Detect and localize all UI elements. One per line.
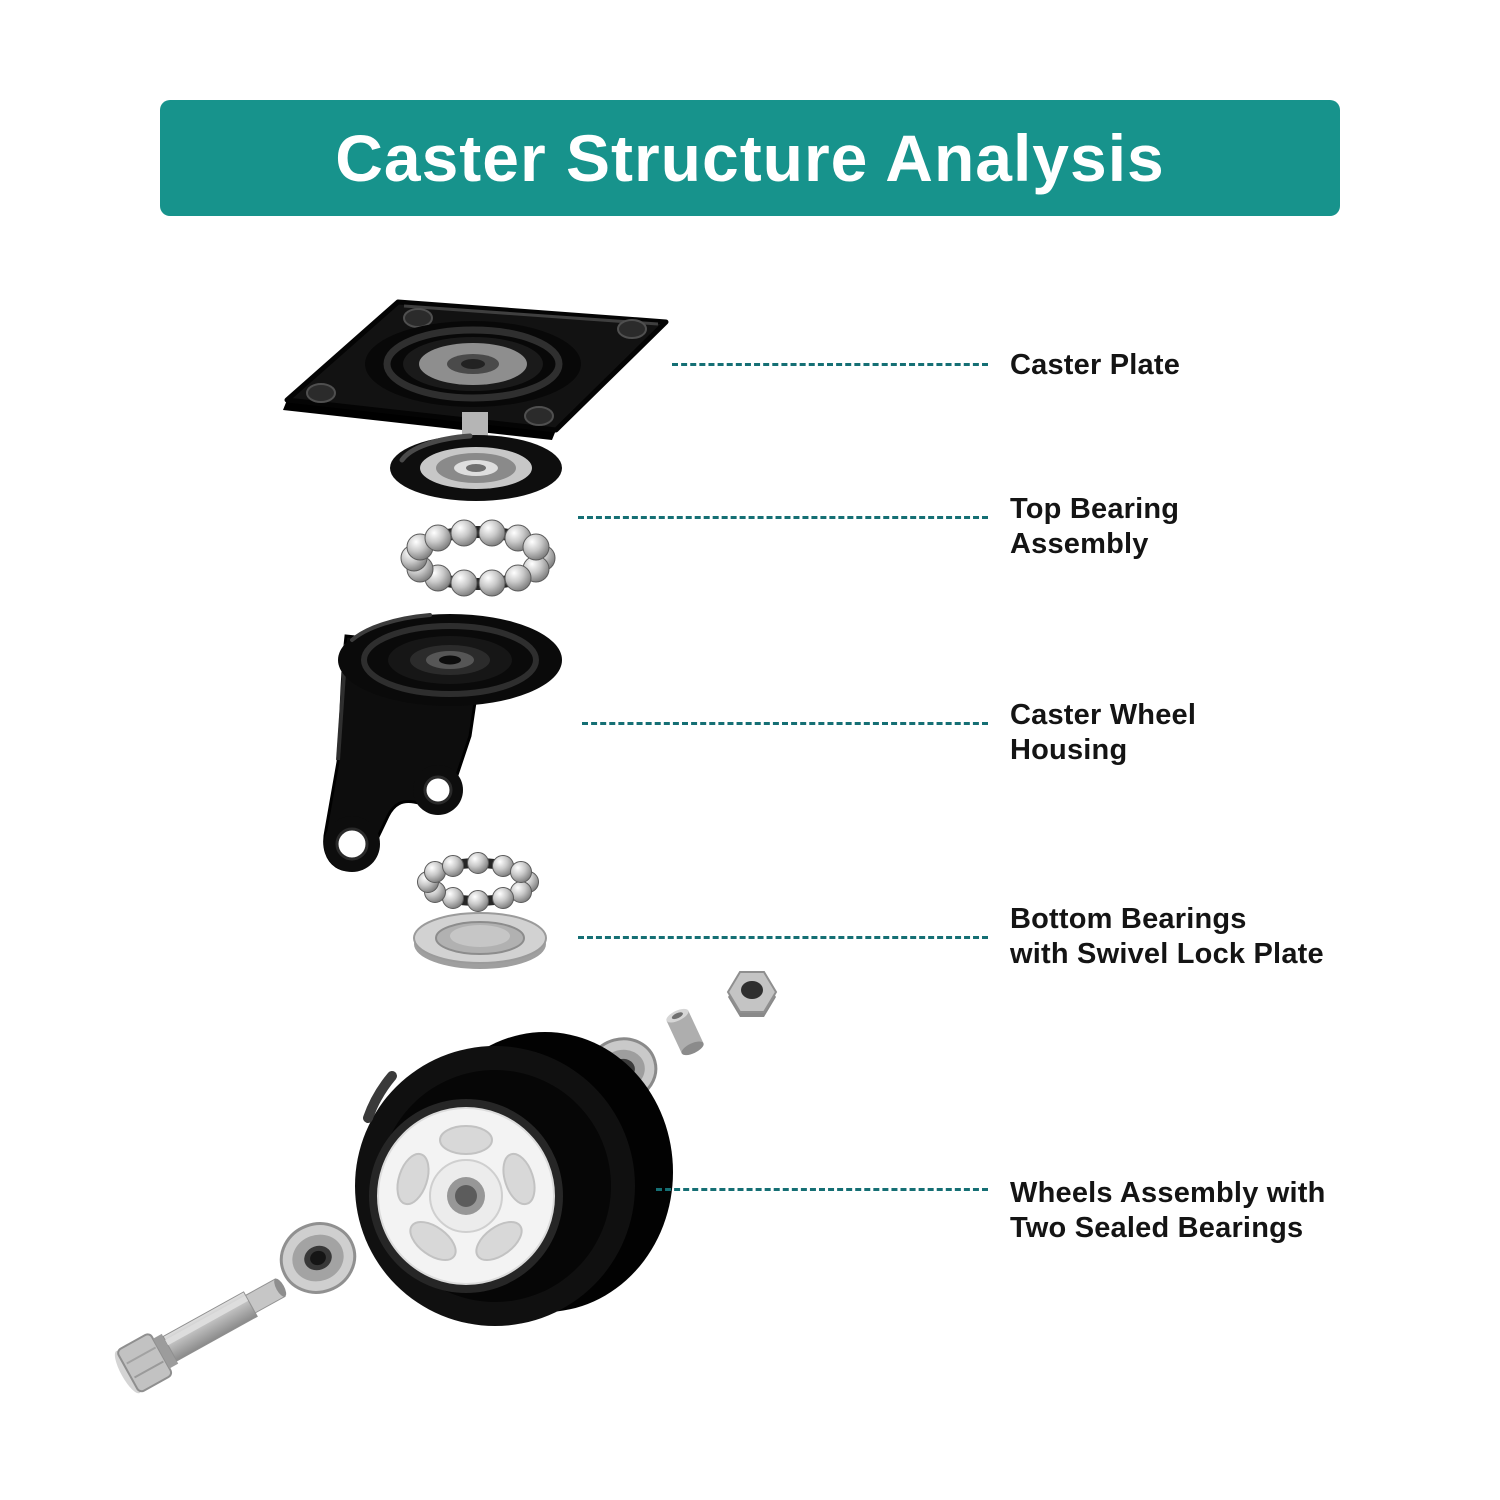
caster-wheel-housing-graphic <box>323 613 562 872</box>
top-bearing-cover-graphic <box>390 433 562 501</box>
label-top-bearing-assembly: Top Bearing Assembly <box>1010 492 1179 563</box>
leader-line-caster-plate <box>672 363 988 366</box>
label-line: Caster Wheel <box>1010 699 1197 731</box>
caster-plate-graphic <box>283 299 669 448</box>
label-line: Bottom Bearings <box>1010 903 1247 935</box>
label-line: Housing <box>1010 734 1128 767</box>
leader-line-wheel-housing <box>582 722 988 725</box>
label-line: Two Sealed Bearings <box>1010 1212 1304 1245</box>
page-title: Caster Structure Analysis <box>335 121 1165 195</box>
label-line: with Swivel Lock Plate <box>1010 938 1324 971</box>
leader-line-top-bearing <box>578 516 988 519</box>
label-caster-plate: Caster Plate <box>1010 348 1180 383</box>
title-banner: Caster Structure Analysis <box>160 100 1340 216</box>
bottom-ball-bearing-ring-graphic <box>417 852 539 912</box>
label-line: Caster Plate <box>1010 349 1181 381</box>
leader-line-bottom-bearings <box>578 936 988 939</box>
top-ball-bearing-ring-graphic <box>400 519 556 597</box>
label-line: Assembly <box>1010 528 1149 561</box>
swivel-lock-plate-graphic <box>413 912 547 969</box>
axle-bolt-graphic <box>114 1278 287 1394</box>
axle-nut-graphic <box>726 971 778 1017</box>
label-line: Wheels Assembly with <box>1010 1177 1326 1209</box>
spacer-sleeve-graphic <box>666 1008 704 1056</box>
label-caster-wheel-housing: Caster Wheel Housing <box>1010 698 1196 769</box>
label-wheels-assembly: Wheels Assembly with Two Sealed Bearings <box>1010 1176 1326 1247</box>
label-bottom-bearings: Bottom Bearings with Swivel Lock Plate <box>1010 902 1324 973</box>
leader-line-wheels-assembly <box>656 1188 988 1191</box>
wheel-graphic <box>355 1032 673 1326</box>
label-line: Top Bearing <box>1010 493 1180 525</box>
sealed-bearing-left-graphic <box>279 1222 357 1294</box>
